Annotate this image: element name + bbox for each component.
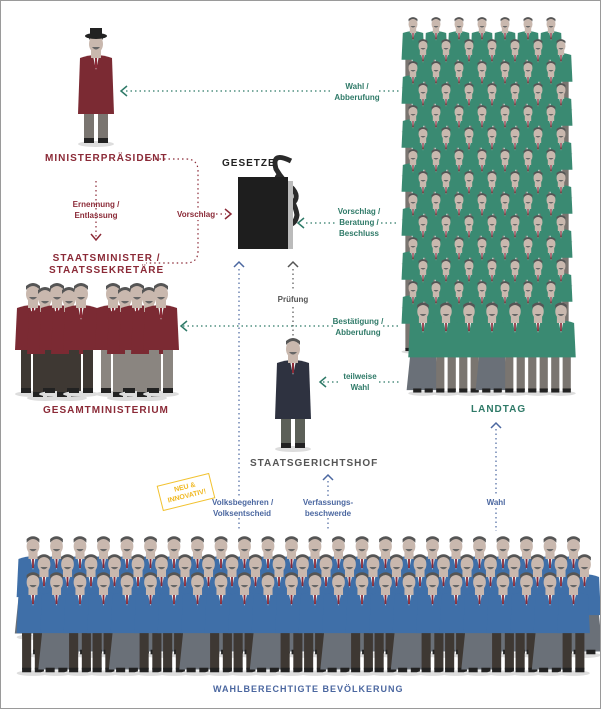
label-pruefung: Prüfung	[277, 294, 309, 305]
figure-judge	[275, 338, 311, 452]
arrowhead-left-icon	[179, 320, 188, 332]
label-verfassungsbeschwerde: Verfassungs-beschwerde	[302, 498, 354, 518]
arrowhead-up-icon	[233, 260, 245, 268]
figure-citizen	[179, 572, 216, 676]
figure-landtag-member	[406, 302, 440, 396]
figure-citizen	[38, 572, 75, 676]
law-book-icon	[238, 154, 300, 249]
arrowhead-down-icon	[90, 233, 102, 242]
label-gesamtministerium: GESAMTMINISTERIUM	[43, 405, 169, 416]
arrowhead-right-icon	[224, 208, 233, 220]
figure-minister	[63, 283, 99, 397]
label-ministerpraesident: MINISTERPRÄSIDENT	[45, 153, 168, 164]
figure-minister	[143, 283, 179, 397]
arrowhead-up-icon	[287, 260, 299, 268]
figure-citizen	[557, 572, 590, 676]
figure-landtag-member	[500, 302, 530, 396]
figure-citizen	[345, 572, 379, 676]
figure-landtag-member	[475, 302, 509, 396]
label-staatsgerichtshof: STAATSGERICHTSHOF	[250, 458, 379, 469]
figure-citizen	[249, 572, 287, 676]
label-vorschlag: Vorschlag	[177, 209, 216, 220]
arrowhead-left-icon	[296, 217, 305, 229]
label-landtag: LANDTAG	[471, 404, 527, 415]
figure-citizen	[228, 572, 261, 676]
label-bestaetigung: Bestätigung /Abberufung	[332, 317, 384, 337]
figure-landtag-member	[523, 302, 553, 396]
figure-landtag-member	[431, 302, 461, 396]
arrowhead-left-icon	[318, 376, 327, 388]
figure-landtag-member	[549, 39, 573, 112]
arrowhead-left-icon	[119, 85, 128, 97]
arrowhead-up-icon	[490, 421, 502, 429]
label-staatsminister: STAATSMINISTER /STAATSSEKRETÄRE	[49, 253, 165, 276]
arrowhead-up-icon	[322, 473, 334, 481]
figure-landtag-member	[454, 302, 484, 396]
figure-citizen	[275, 572, 308, 676]
label-ernennung: Ernennung /Entlassung	[72, 200, 120, 220]
label-bevoelkerung: WAHLBERECHTIGTE BEVÖLKERUNG	[213, 684, 404, 694]
figure-ministerpraesident	[78, 28, 114, 147]
figure-citizen	[204, 572, 238, 676]
figure-citizen	[157, 572, 191, 676]
figure-citizen	[416, 572, 449, 676]
label-volksbegehren: Volksbegehren /Volksentscheid	[212, 498, 274, 518]
label-vorschlag-beratung: Vorschlag /Beratung /Beschluss	[337, 207, 381, 238]
label-wahl: Wahl	[486, 498, 506, 507]
label-wahl-abberufung: Wahl /Abberufung	[334, 82, 380, 102]
figure-landtag-member	[434, 39, 458, 112]
figure-landtag-member	[546, 302, 576, 396]
label-gesetze: GESETZE	[222, 158, 276, 169]
